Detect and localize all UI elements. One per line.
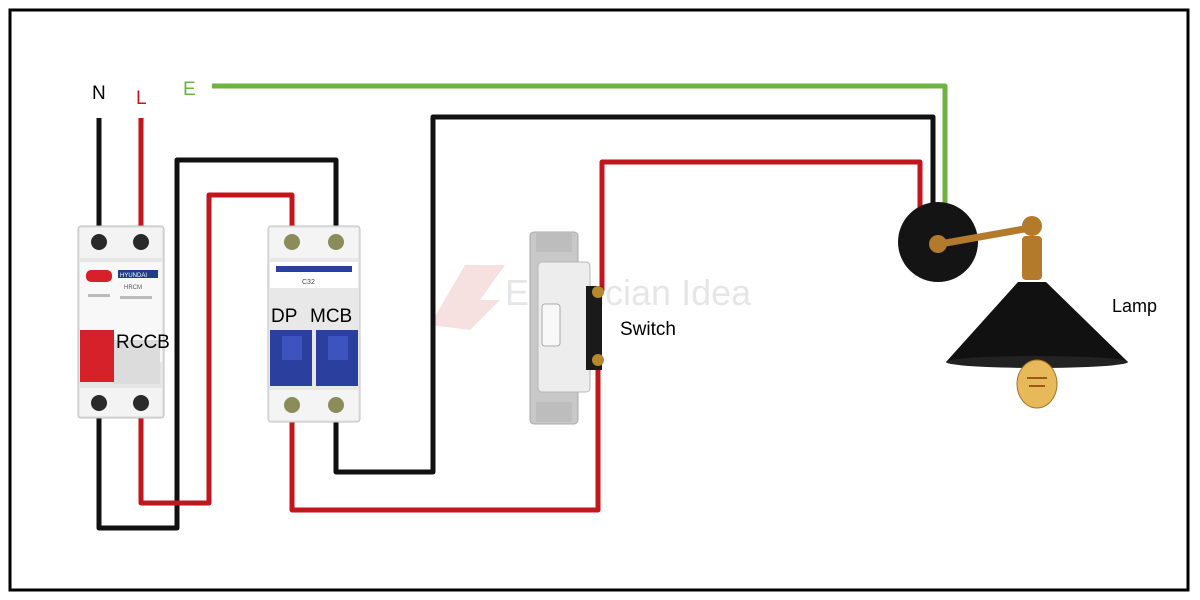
mcb-label-left: DP — [271, 306, 297, 327]
lamp-bulb — [1016, 359, 1058, 409]
rccb-terminal-l-in — [133, 234, 149, 250]
switch-terminal-top — [592, 286, 604, 298]
neutral-mcb-to-lamp-wire — [333, 114, 936, 475]
switch-label: Switch — [620, 319, 676, 340]
mcb-terminal-n-out — [328, 397, 344, 413]
rccb-terminal-l-out — [133, 395, 149, 411]
live-mcb-to-switch-wire — [289, 360, 601, 513]
mcb-left-toggle — [282, 336, 302, 360]
rccb-test-button — [86, 270, 112, 282]
live-rccb-to-mcb-wire — [138, 192, 295, 506]
rccb-toggle-slot — [114, 340, 160, 384]
neutral-rccb-to-mcb-wire — [96, 157, 339, 531]
live-terminal-label: L — [136, 88, 147, 109]
rccb-label: RCCB — [116, 332, 170, 353]
switch-toggle — [541, 303, 561, 347]
rccb-terminal-n-out — [91, 395, 107, 411]
mcb-brand-stripe — [276, 266, 352, 272]
rccb-toggle-lever — [80, 330, 114, 382]
rccb-spec-lines-2 — [120, 296, 152, 299]
mcb-terminal-l-out — [284, 397, 300, 413]
lamp-label: Lamp — [1112, 296, 1157, 316]
switch-terminal-bottom — [592, 354, 604, 366]
earth-terminal-label: E — [183, 79, 196, 100]
lamp-knuckle — [1022, 216, 1042, 236]
rccb-terminal-n-in — [91, 234, 107, 250]
switch-mount-ear-top — [536, 232, 572, 252]
neutral-terminal-label: N — [92, 83, 106, 104]
switch-device — [529, 231, 604, 425]
lamp-arm — [936, 224, 1034, 248]
mcb-rating-text: C32 — [302, 279, 315, 286]
watermark-logo-icon — [430, 265, 505, 330]
lamp-shade — [946, 282, 1128, 362]
earth-wire — [212, 83, 948, 215]
rccb-brand-badge — [118, 270, 158, 278]
mcb-terminal-l-in — [284, 234, 300, 250]
rccb-spec-lines — [88, 294, 110, 297]
lamp-socket — [1022, 236, 1042, 280]
mcb-terminal-block-top — [270, 228, 358, 258]
rccb-device: HYUNDAI HRCM — [77, 225, 165, 419]
mcb-device: C32 — [267, 225, 361, 423]
switch-side-black — [586, 286, 602, 370]
lamp-device — [898, 202, 1128, 409]
rccb-brand-text: HYUNDAI — [120, 273, 147, 279]
mcb-right-toggle — [328, 336, 348, 360]
mcb-label-right: MCB — [310, 306, 352, 327]
mcb-terminal-n-in — [328, 234, 344, 250]
switch-mount-ear-bottom — [536, 402, 572, 422]
mcb-terminal-block-bottom — [270, 390, 358, 420]
rccb-model-text: HRCM — [124, 285, 142, 291]
lamp-bulb-filament — [1027, 377, 1047, 387]
